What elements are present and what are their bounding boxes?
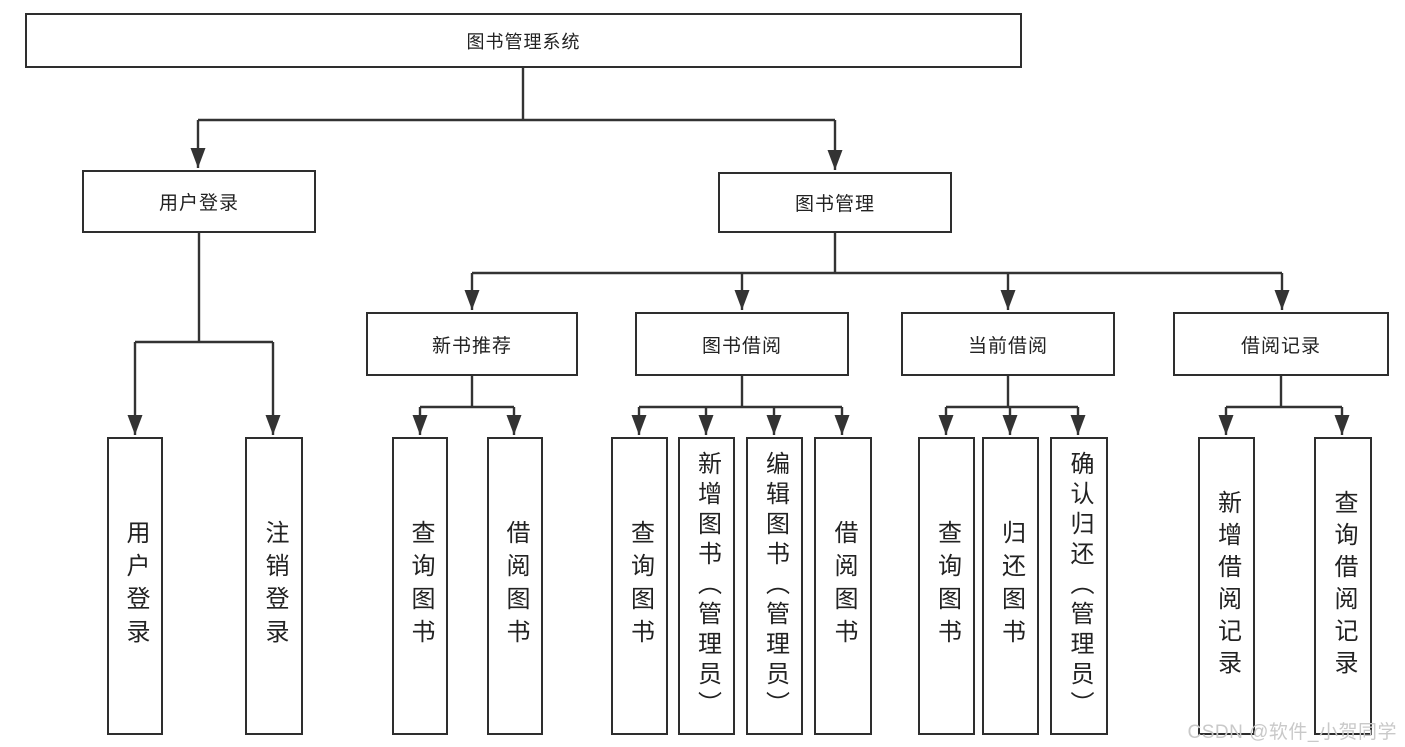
edge-root-trunk [198,68,835,122]
leaf-br-add-record-label: 新增借阅记录 [1213,490,1241,682]
node-user-login: 用户登录 [82,170,316,233]
leaf-br-add-record: 新增借阅记录 [1198,437,1255,735]
node-book-borrow: 图书借阅 [635,312,849,376]
leaf-nb-query-books-label: 查询图书 [407,520,434,652]
node-root-label: 图书管理系统 [466,31,581,52]
leaf-bb-query-books: 查询图书 [611,437,668,735]
leaf-br-query-record: 查询借阅记录 [1314,437,1372,735]
leaf-bb-borrow-books-label: 借阅图书 [830,520,857,652]
leaf-nb-query-books: 查询图书 [392,437,448,735]
leaf-logout-label: 注销登录 [261,520,288,652]
leaf-bb-edit-books-admin: 编辑图书（管理员） [746,437,803,735]
node-current-borrow-label: 当前借阅 [967,335,1048,357]
node-borrow-records: 借阅记录 [1173,312,1389,376]
leaf-bb-add-books-admin: 新增图书（管理员） [678,437,735,735]
node-book-borrow-label: 图书借阅 [701,335,782,357]
leaf-cb-confirm-return-admin: 确认归还（管理员） [1050,437,1108,735]
node-user-login-label: 用户登录 [158,193,239,214]
leaf-br-query-record-label: 查询借阅记录 [1330,490,1357,682]
node-book-management: 图书管理 [718,172,952,233]
edge-borrow-records-trunk [1226,376,1342,409]
leaf-cb-return-books-label: 归还图书 [997,520,1025,652]
leaf-bb-edit-books-admin-label: 编辑图书（管理员） [761,451,789,721]
leaf-cb-query-books-label: 查询图书 [933,520,961,652]
leaf-bb-borrow-books: 借阅图书 [814,437,872,735]
edge-book-management-trunk [472,233,1282,275]
leaf-user-login-label: 用户登录 [122,520,149,652]
edge-new-book-trunk [420,376,514,409]
leaf-cb-return-books: 归还图书 [982,437,1039,735]
leaf-user-login: 用户登录 [107,437,163,735]
leaf-cb-confirm-return-admin-label: 确认归还（管理员） [1066,451,1093,721]
node-new-book-recommend: 新书推荐 [366,312,578,376]
leaf-bb-query-books-label: 查询图书 [626,520,654,652]
leaf-nb-borrow-books: 借阅图书 [487,437,543,735]
edge-user-login-trunk [135,233,273,344]
edge-current-borrow-trunk [946,376,1078,409]
watermark: CSDN @软件_小贺同学 [1187,722,1397,743]
leaf-nb-borrow-books-label: 借阅图书 [502,520,529,652]
node-borrow-records-label: 借阅记录 [1240,335,1321,357]
node-current-borrow: 当前借阅 [901,312,1115,376]
leaf-logout: 注销登录 [245,437,303,735]
node-book-management-label: 图书管理 [794,194,875,215]
node-new-book-recommend-label: 新书推荐 [431,335,512,357]
node-root-library-system: 图书管理系统 [25,13,1022,68]
leaf-cb-query-books: 查询图书 [918,437,975,735]
edge-book-borrow-trunk [639,376,842,409]
leaf-bb-add-books-admin-label: 新增图书（管理员） [693,451,721,721]
